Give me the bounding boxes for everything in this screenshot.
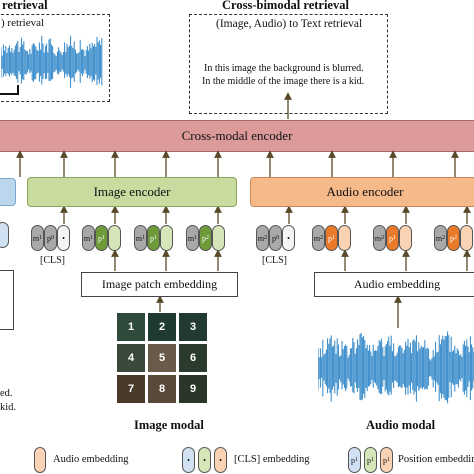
cross-modal-encoder: Cross-modal encoder [0, 120, 474, 152]
left-encoder-cut [0, 178, 16, 206]
image-patch-embedding-label: Image patch embedding [101, 277, 218, 291]
audio-cls-label: [CLS] [262, 255, 287, 266]
audio-encoder-label: Audio encoder [326, 184, 404, 199]
left-retrieval-subtitle: ) retrieval [1, 17, 45, 29]
left-cut-line1: ed. [0, 388, 13, 399]
legend-cls-embedding: [CLS] embedding [234, 454, 310, 465]
cross-bimodal-subtitle: (Image, Audio) to Text retrieval [216, 18, 363, 30]
patch-cell: 5 [148, 344, 176, 372]
audio-waveform [318, 331, 474, 404]
audio-modal-label: Audio modal [366, 418, 436, 432]
legend-cls-swatch-1: • [182, 447, 195, 473]
cross-modal-encoder-label: Cross-modal encoder [181, 128, 293, 143]
audio-token-embed1 [338, 225, 351, 251]
audio-token-embed2 [399, 225, 412, 251]
patch-cell: 3 [179, 313, 207, 341]
legend-cls-swatch-2: • [198, 447, 211, 473]
legend-cls-swatch-3: • [214, 447, 227, 473]
left-retrieval-title: retrieval [2, 0, 48, 12]
image-token-embed2 [160, 225, 173, 251]
image-modal-label: Image modal [134, 418, 204, 432]
left-retrieval-box: ) retrieval [0, 14, 110, 102]
audio-encoder: Audio encoder [250, 177, 474, 207]
caption-line-1: In this image the background is blurred. [204, 63, 364, 74]
left-waveform [1, 35, 103, 88]
left-token-cut [0, 222, 9, 248]
patch-cell: 9 [179, 375, 207, 403]
legend-audio-swatch [34, 447, 46, 473]
image-token-cls: • [57, 225, 70, 251]
audio-token-embed3 [460, 225, 473, 251]
patch-cell: 2 [148, 313, 176, 341]
patch-cell: 4 [117, 344, 145, 372]
image-encoder: Image encoder [27, 177, 237, 207]
patch-cell: 1 [117, 313, 145, 341]
image-token-embed3 [212, 225, 225, 251]
image-patch-embedding: Image patch embedding [81, 272, 238, 297]
audio-embedding-label: Audio embedding [353, 277, 441, 291]
left-bracket-line [0, 93, 19, 95]
left-bracket-tick [17, 85, 19, 95]
cross-bimodal-title: Cross-bimodal retrieval [222, 0, 349, 12]
legend-position-embedding: Position embedding [398, 454, 474, 465]
image-encoder-label: Image encoder [93, 184, 171, 199]
patch-cell: 8 [148, 375, 176, 403]
image-cls-label: [CLS] [40, 255, 65, 266]
audio-token-cls: • [282, 225, 295, 251]
left-embed-cut [0, 270, 14, 330]
patch-cell: 6 [179, 344, 207, 372]
audio-embedding: Audio embedding [314, 272, 474, 297]
patch-cell: 7 [117, 375, 145, 403]
left-cut-line2: kid. [0, 402, 17, 413]
caption-line-2: In the middle of the image there is a ki… [202, 76, 365, 87]
legend-audio-embedding: Audio embedding [53, 454, 129, 465]
image-token-embed1 [108, 225, 121, 251]
